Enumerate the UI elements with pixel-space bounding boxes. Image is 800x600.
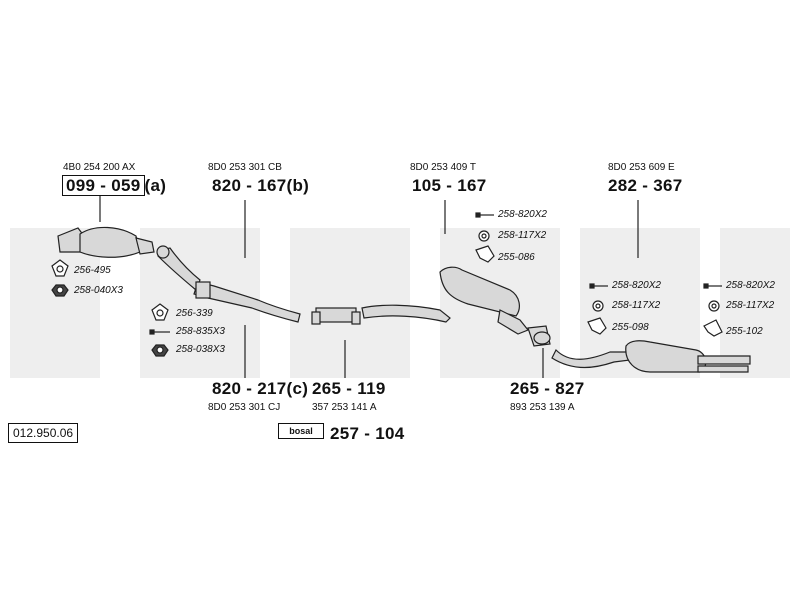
center-silencer-outlet	[497, 309, 529, 335]
flange-gasket-icon	[51, 259, 69, 277]
part-ref-p3: 8D0 253 409 T	[410, 162, 476, 173]
accessory-label-a4: 258-835X3	[176, 326, 225, 337]
center-silencer	[439, 266, 520, 317]
rear-silencer	[625, 340, 707, 373]
accessory-label-a2: 258-040X3	[74, 285, 123, 296]
rear-pipe	[551, 348, 631, 369]
bolt-icon	[589, 283, 608, 289]
pipe-flange	[156, 245, 170, 259]
intermediate-pipe	[361, 304, 451, 323]
part-ref-p2: 8D0 253 301 CB	[208, 162, 282, 173]
accessory-label-a7: 258-117X2	[498, 230, 547, 241]
accessory-label-a3: 256-339	[176, 308, 213, 319]
middle-pipe	[193, 281, 301, 323]
accessory-label-a13: 258-117X2	[726, 300, 775, 311]
nut-icon	[151, 344, 169, 357]
tailpipe-2	[697, 365, 749, 373]
accessory-label-a10: 258-117X2	[612, 300, 661, 311]
bosal-logo: bosal	[278, 423, 324, 439]
part-number-p6: 265 - 119	[312, 379, 386, 398]
catalytic-converter	[79, 226, 141, 258]
part-ref-p6: 357 253 141 A	[312, 402, 377, 413]
accessory-label-a5: 258-038X3	[176, 344, 225, 355]
part-number-p4: 282 - 367	[608, 176, 683, 195]
bolt-icon	[703, 283, 722, 289]
accessory-label-a6: 258-820X2	[498, 209, 547, 220]
bolt-icon	[475, 212, 494, 218]
part-number-p3: 105 - 167	[412, 176, 487, 195]
accessory-label-a1: 256-495	[74, 265, 111, 276]
accessory-label-a12: 258-820X2	[726, 280, 775, 291]
part-number-p2: 820 - 167(b)	[212, 176, 310, 195]
accessory-label-a14: 255-102	[726, 326, 763, 337]
flange-gasket-icon	[151, 303, 169, 321]
clamp-icon	[475, 245, 495, 263]
watermark-block	[720, 228, 790, 378]
pipe-connector	[315, 307, 357, 323]
accessory-label-a8: 255-086	[498, 252, 535, 263]
clamp-left	[311, 311, 321, 325]
part-ref-p4: 8D0 253 609 E	[608, 162, 675, 173]
catalytic-converter-outlet	[135, 237, 155, 255]
part-ref-p5: 8D0 253 301 CJ	[208, 402, 281, 413]
accessory-label-a9: 258-820X2	[612, 280, 661, 291]
flex-joint	[195, 281, 211, 299]
part-number-p1: 099 - 059(a)	[62, 175, 167, 196]
clamp-icon	[587, 317, 607, 335]
ring-icon	[708, 300, 720, 312]
nut-icon	[51, 284, 69, 297]
diagram-code: 012.950.06	[8, 423, 79, 443]
ring-icon	[478, 230, 490, 242]
bolt-icon	[149, 329, 170, 335]
clamp-icon	[703, 319, 723, 337]
tailpipe-1	[697, 355, 751, 365]
part-ref-p1: 4B0 254 200 AX	[63, 162, 136, 173]
part-number-p1-boxed: 099 - 059	[62, 175, 145, 196]
part-number-p1-suffix: (a)	[144, 176, 167, 195]
clamp-ring	[533, 331, 551, 345]
part-number-p7: 265 - 827	[510, 379, 585, 398]
part-number-p8: 257 - 104	[330, 424, 405, 443]
accessory-label-a11: 255-098	[612, 322, 649, 333]
watermark-block	[290, 228, 410, 378]
part-number-p5: 820 - 217(c)	[212, 379, 309, 398]
clamp-right	[351, 311, 361, 325]
ring-icon	[592, 300, 604, 312]
part-ref-p7: 893 253 139 A	[510, 402, 575, 413]
